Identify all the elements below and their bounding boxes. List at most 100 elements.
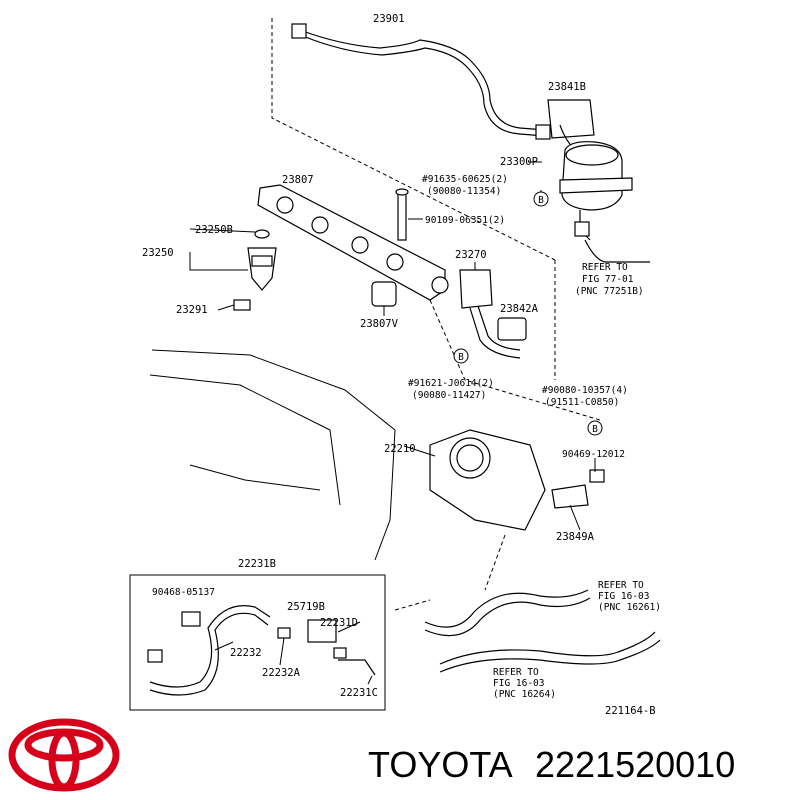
label-23841b: 23841B — [548, 81, 586, 93]
label-25719b: 25719B — [287, 601, 325, 613]
engine-outline — [149, 374, 341, 506]
label-23807v: 23807V — [360, 318, 399, 330]
label-23250: 23250 — [142, 247, 174, 259]
label-fig-77: FIG 77-01 — [582, 274, 634, 285]
regulator-top — [565, 144, 619, 166]
regulator-flange — [559, 177, 633, 194]
label-91621: #91621-J0614(2) — [408, 378, 494, 389]
label-23849a: 23849A — [556, 531, 595, 543]
hose-pnc-16261 — [424, 597, 591, 637]
fuel-hose-23901 — [299, 29, 546, 131]
label-22210: 22210 — [384, 443, 416, 455]
hose-pnc-16264-inner — [439, 631, 656, 665]
hose-22232-inner — [149, 605, 271, 688]
injector-23250 — [247, 247, 277, 291]
damper-hose — [469, 307, 521, 359]
svg-text:B: B — [592, 424, 598, 435]
label-pnc-16a: (PNC 16261) — [598, 602, 661, 613]
damper-hose-inner — [477, 305, 521, 351]
label-23901: 23901 — [373, 13, 405, 25]
toyota-logo — [8, 718, 120, 792]
clamp — [147, 649, 163, 663]
hose-end-fitting — [535, 124, 551, 140]
label-22231c: 22231C — [340, 687, 378, 699]
hose-pnc-16264 — [439, 639, 661, 673]
brand-name: TOYOTA — [368, 744, 513, 785]
part-number: 2221520010 — [535, 744, 735, 785]
hose-22232 — [149, 612, 269, 696]
hose-22231c — [338, 659, 376, 676]
insulator-23291 — [233, 299, 251, 311]
label-22231b: 22231B — [238, 558, 276, 570]
injector-connector — [251, 255, 273, 267]
leader-line — [214, 641, 234, 651]
clip-22231d — [333, 647, 347, 659]
bracket-23841b — [547, 99, 595, 139]
hose-kit-box — [129, 574, 386, 711]
leader-line — [279, 637, 285, 666]
hose-pnc-16261-inner — [424, 589, 589, 628]
leader-line — [189, 252, 248, 271]
leader-line — [403, 445, 436, 457]
valve-25719b — [307, 619, 337, 643]
label-refer-16a: REFER TO — [598, 580, 644, 591]
clamp-23842a — [497, 317, 527, 341]
clip-22232a — [277, 627, 291, 639]
label-22232a: 22232A — [262, 667, 301, 679]
label-90080-11354: (90080-11354) — [427, 186, 501, 197]
diagram-code: 221164-B — [605, 705, 656, 717]
callout-line — [429, 299, 601, 421]
label-23250b: 23250B — [195, 224, 233, 236]
outlet-fitting — [574, 221, 590, 237]
label-pnc-16b: (PNC 16264) — [493, 689, 556, 700]
throttle-plate — [456, 444, 484, 472]
clamp-90468 — [181, 611, 201, 627]
marker-b: B — [453, 348, 469, 364]
leader-line — [337, 621, 361, 633]
label-90468: 90468-05137 — [152, 587, 215, 598]
label-90469: 90469-12012 — [562, 449, 625, 460]
label-refer-77: REFER TO — [582, 262, 628, 273]
label-90080-10357: #90080-10357(4) — [542, 385, 628, 396]
label-23807: 23807 — [282, 174, 314, 186]
label-fig-16b: FIG 16-03 — [493, 678, 544, 689]
callout-line — [394, 599, 431, 611]
callout-line — [271, 18, 556, 261]
label-pnc-77: (PNC 77251B) — [575, 286, 644, 297]
rail-mount — [351, 236, 369, 254]
rail-mount — [276, 196, 294, 214]
leader-line — [569, 504, 581, 531]
label-fig-16a: FIG 16-03 — [598, 591, 649, 602]
callout-line — [484, 534, 506, 591]
label-22231d: 22231D — [320, 617, 358, 629]
hose-end-fitting — [291, 23, 307, 39]
marker-b: B — [533, 191, 549, 207]
label-23842a: 23842A — [500, 303, 539, 315]
o-ring-23250b — [254, 229, 270, 239]
bracket-23849a — [551, 484, 589, 509]
leader-line — [367, 675, 373, 685]
label-91635: #91635-60625(2) — [422, 174, 508, 185]
label-22232: 22232 — [230, 647, 262, 659]
marker-b: B — [587, 420, 603, 436]
label-23291: 23291 — [176, 304, 208, 316]
leader-line — [189, 228, 257, 233]
rail-mount — [386, 253, 404, 271]
rail-end-fitting — [431, 276, 449, 294]
return-line — [584, 239, 650, 263]
engine-outline — [189, 464, 321, 491]
fuel-hose-23901-inner — [302, 35, 546, 137]
label-23270: 23270 — [455, 249, 487, 261]
label-refer-16b: REFER TO — [493, 667, 539, 678]
spacer-23807v — [371, 281, 397, 307]
leader-line — [217, 304, 235, 311]
svg-text:B: B — [538, 195, 544, 206]
rail-mount — [311, 216, 329, 234]
throttle-body-22210 — [429, 429, 546, 531]
label-91511: (91511-C0850) — [545, 397, 619, 408]
screw-90469 — [589, 469, 605, 483]
svg-text:B: B — [458, 352, 464, 363]
bolt-90109 — [397, 191, 407, 241]
engine-outline — [151, 349, 396, 561]
